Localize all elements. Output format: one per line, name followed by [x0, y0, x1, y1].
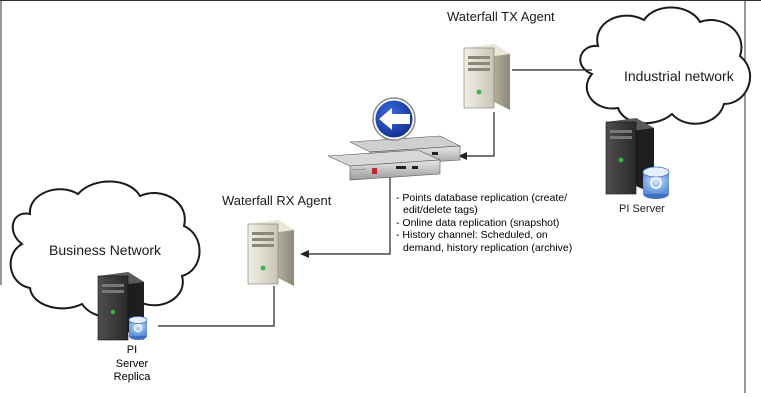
industrial-network-label: Industrial network — [624, 68, 734, 84]
industrial-network-cloud — [579, 6, 751, 125]
note-line: - History channel: Scheduled, on — [396, 229, 548, 242]
business-network-label: Business Network — [49, 242, 162, 258]
note-line: - Points database replication (create/ — [396, 192, 568, 204]
replica-label-line: Server — [115, 357, 149, 370]
arrowheads — [300, 152, 467, 258]
business-network-cloud — [9, 180, 201, 319]
pi-server-database-icon — [642, 166, 670, 199]
replica-label-line: Replica — [113, 371, 151, 383]
note-line: - Online data replication (snapshot) — [396, 216, 560, 229]
pi-server-replica-database-icon — [128, 316, 148, 340]
replica-label-line: PI — [126, 344, 138, 356]
connection-lines — [158, 69, 592, 327]
tx-agent-server-icon — [463, 44, 510, 110]
note-line: demand, history replication (archive) — [403, 241, 573, 254]
unidirectional-gateway-icon — [327, 135, 462, 181]
replication-notes: - Points database replication (create/ e… — [396, 192, 606, 254]
pi-server-label: PI Server — [619, 203, 665, 215]
note-line: edit/delete tags) — [403, 204, 478, 217]
pi-server-replica-label: PI Server Replica — [108, 344, 156, 385]
tx-agent-label: Waterfall TX Agent — [447, 9, 555, 24]
rx-agent-label: Waterfall RX Agent — [222, 193, 332, 208]
rx-agent-server-icon — [247, 220, 294, 286]
left-arrow-sign-icon — [372, 97, 416, 141]
